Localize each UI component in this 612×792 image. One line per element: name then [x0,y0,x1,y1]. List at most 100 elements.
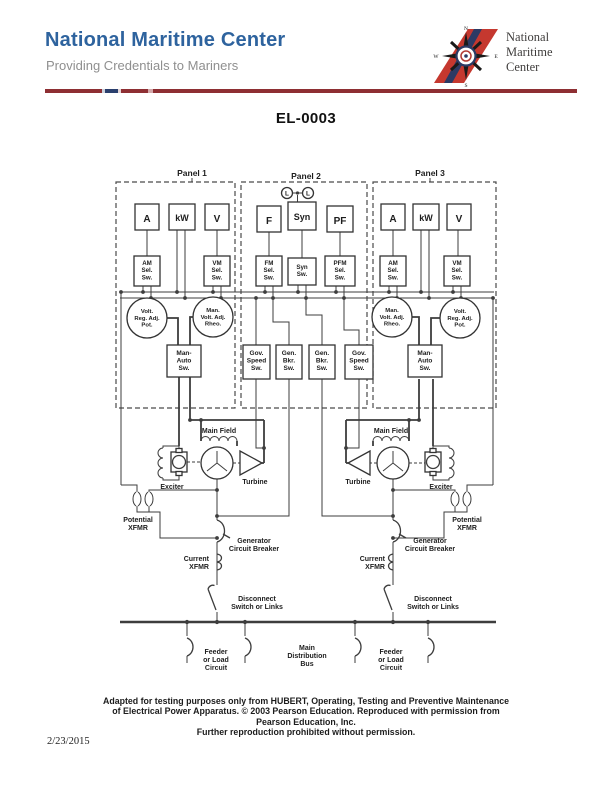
sync-meter [287,201,317,231]
voltmeter-p1 [204,203,230,231]
voltmeter-p3 [446,203,472,231]
gen-bkr-sw-right [308,344,336,380]
man-volt-rheo-p3 [371,296,413,338]
turbine-left-label: Turbine [242,479,267,486]
panel-1-label: Panel 1 [177,168,207,178]
am-sel-sw-p1 [133,255,161,287]
man-volt-rheo-p1-label: Man.Volt. Adj.Rheo. [201,308,226,328]
generator-group-left [170,446,264,480]
org-name: National Maritime Center [45,29,286,51]
logo-wordmark: National Maritime Center [506,30,553,75]
syn-sw [287,257,317,286]
freq-meter [256,205,282,233]
turbine-right [346,449,371,477]
man-volt-rheo-p3-label: Man.Volt. Adj.Rheo. [380,308,405,328]
turbine-left [239,449,264,477]
volt-reg-pot-p3-label: Volt.Reg. Adj.Pot. [447,309,473,329]
compass-w: W [433,54,439,60]
logo-line-1: National [506,30,550,44]
gov-speed-sw-left [242,344,271,380]
control-circles: Volt.Reg. Adj.Pot. Man.Volt. Adj.Rheo. M… [126,296,481,339]
scan-fade [108,668,512,690]
nmc-logo: N S E W National Maritime Center [432,24,582,88]
volt-reg-pot-p3 [439,297,481,339]
compass-n: N [464,26,468,32]
kw-meter-p3-label: kW [419,213,433,223]
logo-line-2: Maritime [506,45,553,59]
ammeter-p3-label: A [389,214,396,225]
exciter-right-label: Exciter [429,484,453,491]
panel-outlines [115,178,497,409]
main-field-right-label: Main Field [374,428,408,435]
gen-bkr-sw-right-label: Gen.Bkr.Sw. [315,350,330,372]
volt-reg-pot-p1-label: Volt.Reg. Adj.Pot. [134,309,160,329]
sync-lamp-2 [301,186,315,200]
sync-lamp-1 [280,186,294,200]
ammeter-p1 [134,203,160,231]
copyright-line-1: Adapted for testing purposes only from H… [102,696,510,706]
header-rule [45,89,577,93]
ammeter-p1-label: A [143,214,150,225]
compass-icon: N S E W [433,26,498,88]
voltmeter-p3-label: V [456,214,463,225]
vm-sel-sw-p1 [203,255,231,287]
main-field-left-label: Main Field [202,428,236,435]
generator-group-right [346,446,442,480]
copyright-line-3: Pearson Education, Inc. [256,716,356,727]
pf-meter [326,205,354,233]
exciter-left-label: Exciter [160,484,184,491]
man-auto-sw-p3 [407,344,443,378]
voltmeter-p1-label: V [214,214,221,225]
ammeter-p3 [380,203,406,231]
logo-line-3: Center [506,60,540,74]
copyright-line-2: of Electrical Power Apparatus. © 2003 Pe… [112,706,500,717]
gov-speed-sw-right [344,344,374,380]
volt-reg-pot-p1 [126,297,168,339]
sync-lamp-1-label: L [285,191,289,198]
turbine-right-label: Turbine [345,479,370,486]
meters: A kW V F Syn PF A kW V L L [134,186,472,233]
compass-s: S [464,83,467,88]
org-tagline: Providing Credentials to Mariners [46,58,239,73]
gen-bkr-sw-left-label: Gen.Bkr.Sw. [282,350,297,372]
pfm-sel-sw [324,255,356,287]
kw-meter-p3 [412,203,440,231]
kw-meter-p1 [168,203,196,231]
vm-sel-sw-p3 [443,255,471,287]
copyright-line-4: Further reproduction prohibited without … [196,727,416,738]
sync-meter-label: Syn [294,212,311,222]
man-auto-sw-p1 [166,344,202,378]
document-date: 2/23/2015 [47,736,90,747]
document-title: EL-0003 [275,110,337,127]
panel-2-label: Panel 2 [291,171,321,181]
wiring [120,192,496,663]
am-sel-sw-p3 [379,255,407,287]
component-labels: Panel 1 Panel 2 Panel 3 Main Field Main … [123,168,482,672]
pf-meter-label: PF [334,216,347,227]
panel-3-label: Panel 3 [415,168,445,178]
copyright-notice: Adapted for testing purposes only from H… [0,696,612,738]
